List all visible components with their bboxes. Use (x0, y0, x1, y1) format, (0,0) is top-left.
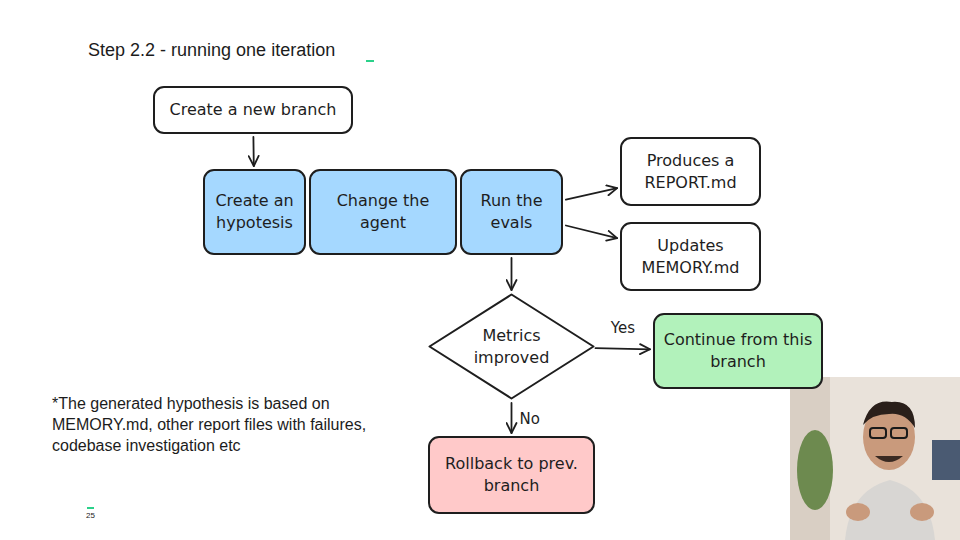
node-text: Run the evals (468, 190, 555, 234)
node-text: Rollback to prev. branch (437, 453, 587, 497)
node-text: Continue from this branch (663, 329, 813, 373)
webcam-hair (863, 401, 915, 428)
flow-arrow (511, 258, 513, 290)
node-text: Updates MEMORY.md (628, 235, 753, 279)
webcam-picture (932, 440, 960, 480)
webcam-shirt (845, 480, 935, 540)
diamond-outline (428, 293, 595, 400)
process-box: Run the evals (460, 169, 563, 255)
edge-label: No (520, 410, 540, 428)
result-box: Continue from this branch (653, 313, 823, 389)
webcam-hand (910, 503, 934, 521)
page-mark (87, 507, 94, 509)
start-box: Create a new branch (153, 86, 353, 134)
node-text: Create a new branch (170, 99, 337, 121)
node-text: Create an hypotesis (211, 190, 298, 234)
flow-arrow (252, 137, 254, 166)
output-box: Produces a REPORT.md (620, 137, 761, 206)
webcam-plant (797, 430, 833, 510)
flow-arrow (511, 403, 513, 433)
output-box: Updates MEMORY.md (620, 222, 761, 291)
decision-diamond: Metrics improved (428, 293, 595, 400)
footnote: *The generated hypothesis is based on ME… (52, 393, 387, 456)
flow-arrow (566, 188, 617, 200)
edge-label: Yes (611, 319, 635, 337)
flow-arrow (566, 226, 617, 239)
process-box: Create an hypotesis (203, 169, 306, 255)
page-number: 25 (86, 511, 116, 521)
webcam-beard (875, 456, 903, 462)
webcam-background (790, 377, 960, 540)
webcam-glasses (891, 428, 907, 438)
process-box: Change the agent (309, 169, 457, 255)
node-text: Metrics improved (462, 325, 562, 369)
cursor-mark (366, 60, 374, 62)
webcam-video (790, 377, 960, 540)
webcam-hand (846, 503, 870, 521)
node-text: Change the agent (323, 190, 443, 234)
slide-title: Step 2.2 - running one iteration (88, 40, 335, 61)
result-box: Rollback to prev. branch (428, 436, 595, 514)
node-text: Produces a REPORT.md (628, 150, 753, 194)
diamond-shape (430, 295, 594, 399)
webcam-glasses (870, 428, 886, 438)
flow-arrow (596, 348, 651, 349)
